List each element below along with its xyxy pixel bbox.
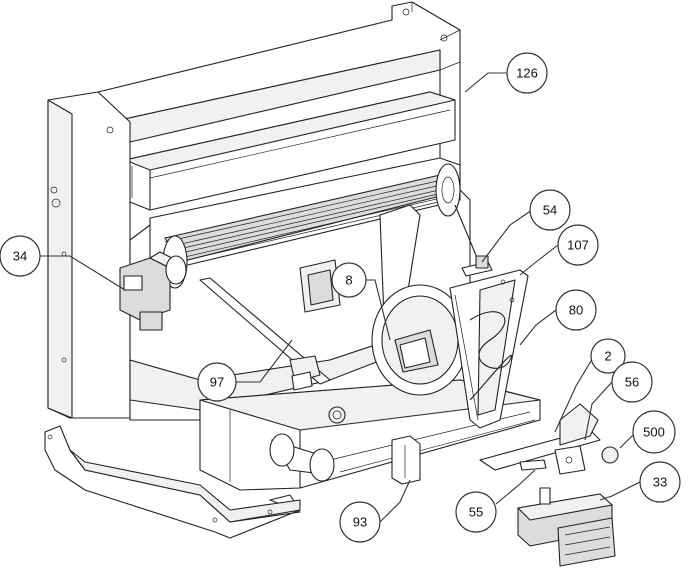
bottom-plate xyxy=(479,403,601,475)
callout-97-label: 97 xyxy=(210,375,224,390)
callout-500-label: 500 xyxy=(643,425,665,440)
callout-33-label: 33 xyxy=(653,475,667,490)
callout-56-label: 56 xyxy=(625,375,639,390)
callout-55: 55 xyxy=(455,491,497,533)
motor-assembly xyxy=(119,251,187,331)
fan-wheel xyxy=(371,284,469,396)
callout-126-label: 126 xyxy=(516,66,538,81)
callout-2-label: 2 xyxy=(604,349,611,364)
callout-80: 80 xyxy=(555,289,597,331)
callout-55-label: 55 xyxy=(469,505,483,520)
callout-34-label: 34 xyxy=(13,249,27,264)
cylinder-fitting xyxy=(269,406,346,482)
callout-500: 500 xyxy=(632,410,676,454)
knob-500 xyxy=(601,446,619,464)
callout-2: 2 xyxy=(590,338,626,374)
callout-93-label: 93 xyxy=(353,515,367,530)
gear-motor xyxy=(517,487,616,567)
callout-8-label: 8 xyxy=(345,273,352,288)
callout-97: 97 xyxy=(197,362,237,402)
leader-lines xyxy=(40,72,641,523)
callout-54-label: 54 xyxy=(543,203,557,218)
callout-107: 107 xyxy=(557,224,599,266)
fan-roller xyxy=(149,157,479,289)
cross-brace xyxy=(199,277,331,391)
callout-34: 34 xyxy=(0,235,41,277)
duct-box xyxy=(124,91,456,211)
auger-frame xyxy=(449,255,529,429)
callout-33: 33 xyxy=(639,461,681,503)
callout-93: 93 xyxy=(339,501,381,543)
callout-8: 8 xyxy=(331,262,367,298)
callout-80-label: 80 xyxy=(569,303,583,318)
left-side-panel xyxy=(47,91,131,419)
callout-126: 126 xyxy=(506,52,548,94)
base-plate xyxy=(44,425,301,539)
bracket-93 xyxy=(391,435,421,485)
callout-54: 54 xyxy=(529,189,571,231)
callout-107-label: 107 xyxy=(567,238,589,253)
callout-56: 56 xyxy=(611,361,653,403)
